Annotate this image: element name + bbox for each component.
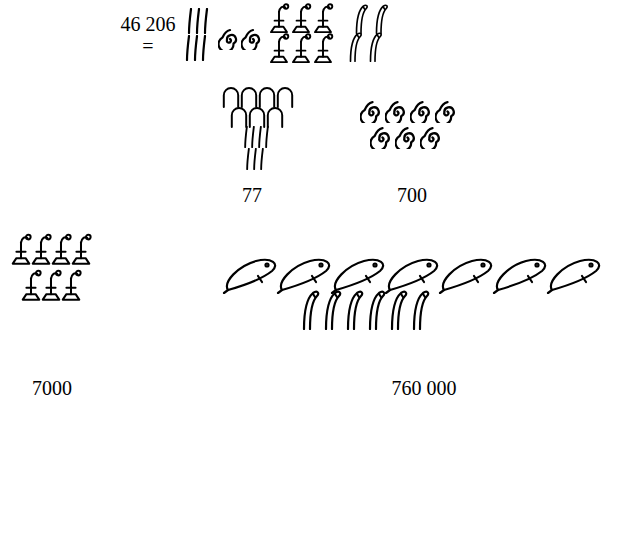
unit-stroke (187, 36, 189, 60)
hundred-thousand-tadpole (494, 260, 545, 293)
unit-stroke (266, 127, 268, 147)
unit-stroke (205, 9, 207, 33)
hundred-coil (411, 102, 429, 125)
number-label: 46 206 (121, 13, 176, 35)
hundred-thousand-tadpole (224, 260, 275, 293)
hundred-thousand-tadpole (440, 260, 491, 293)
thousand-lotus (271, 4, 288, 32)
thousand-lotus (63, 271, 81, 300)
unit-stroke (261, 149, 263, 169)
hieroglyph-77 (224, 88, 292, 169)
hundred-thousand-tadpole (332, 260, 383, 293)
ten-thousand-finger (348, 292, 362, 329)
hieroglyph-760000 (224, 260, 599, 329)
ten-arch (260, 88, 274, 107)
thousand-lotus (43, 271, 61, 300)
hundred-coil (396, 128, 414, 151)
ten-thousand-finger (304, 292, 318, 329)
hundred-coil (421, 128, 439, 151)
ten-thousand-finger (414, 292, 428, 329)
hieroglyph-7000 (13, 235, 91, 300)
thousand-lotus (33, 235, 51, 264)
hundred-coil (361, 102, 379, 125)
unit-stroke (259, 127, 261, 147)
thousand-lotus (315, 4, 332, 32)
hundred-coil (219, 30, 236, 52)
thousand-lotus (293, 34, 310, 62)
number-label: 7000 (32, 377, 72, 399)
hundred-thousand-tadpole (278, 260, 329, 293)
unit-stroke (195, 36, 197, 60)
ten-arch (268, 108, 282, 127)
ten-thousand-finger (326, 292, 340, 329)
thousand-lotus (315, 34, 332, 62)
ten-arch (250, 108, 264, 127)
ten-arch (232, 108, 246, 127)
unit-stroke (252, 127, 254, 147)
thousand-lotus (23, 271, 41, 300)
ten-thousand-finger (371, 33, 382, 61)
ten-thousand-finger (392, 292, 406, 329)
unit-stroke (203, 36, 205, 60)
hundred-coil (436, 102, 454, 125)
thousand-lotus (53, 235, 71, 264)
ten-arch (224, 88, 238, 107)
hundred-thousand-tadpole (386, 260, 437, 293)
ten-arch (278, 88, 292, 107)
unit-stroke (245, 127, 247, 147)
hundred-coil (242, 30, 259, 52)
hieroglyph-46206 (187, 4, 387, 62)
ten-thousand-finger (357, 5, 368, 33)
hieroglyph-700 (361, 102, 454, 151)
unit-stroke (247, 149, 249, 169)
hundred-coil (386, 102, 404, 125)
unit-stroke (254, 149, 256, 169)
equals-sign: = (142, 35, 153, 57)
ten-thousand-finger (351, 33, 362, 61)
thousand-lotus (293, 4, 310, 32)
ten-thousand-finger (370, 292, 384, 329)
thousand-lotus (73, 235, 91, 264)
thousand-lotus (13, 235, 31, 264)
hundred-thousand-tadpole (548, 260, 599, 293)
number-label: 760 000 (392, 377, 457, 399)
thousand-lotus (271, 34, 288, 62)
unit-stroke (197, 9, 199, 33)
unit-stroke (189, 9, 191, 33)
number-label: 700 (397, 184, 427, 206)
ten-thousand-finger (377, 5, 388, 33)
ten-arch (242, 88, 256, 107)
number-label: 77 (242, 184, 262, 206)
hundred-coil (371, 128, 389, 151)
